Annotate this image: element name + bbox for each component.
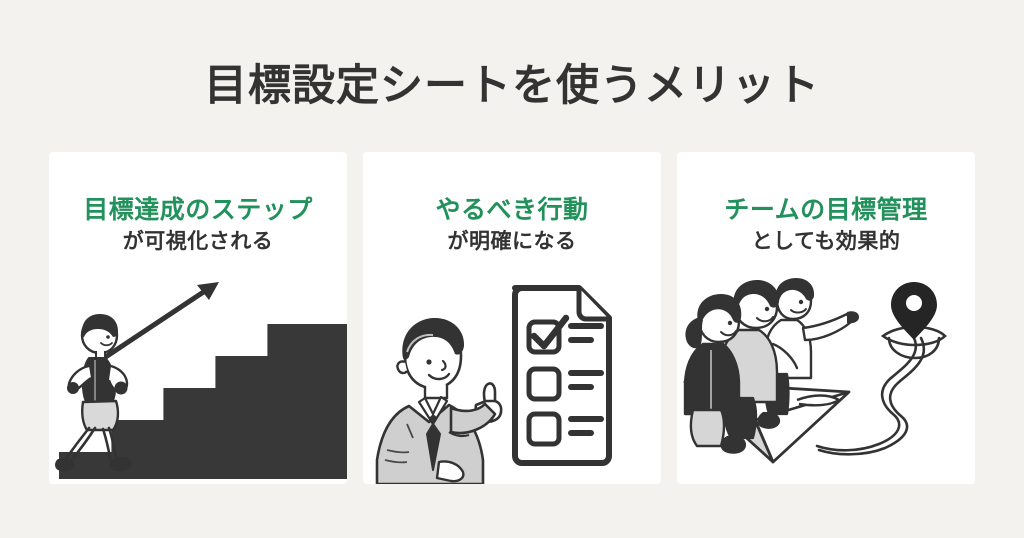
card-1-heading-main: 目標達成のステップ — [83, 196, 313, 224]
benefit-cards-row: 目標達成のステップ が可視化される — [49, 152, 975, 484]
card-3-heading-main: チームの目標管理 — [724, 196, 928, 224]
benefit-card-2: やるべき行動 が明確になる — [363, 152, 661, 484]
rider-back — [683, 294, 742, 448]
card-3-heading: チームの目標管理 としても効果的 — [677, 194, 975, 256]
card-2-heading-sub: が明確になる — [447, 230, 577, 253]
stairs-shape — [59, 324, 347, 479]
runner-stairs-illustration — [49, 274, 347, 484]
page-title: 目標設定シートを使うメリット — [204, 62, 820, 110]
benefit-card-3: チームの目標管理 としても効果的 — [677, 152, 975, 484]
card-2-heading-main: やるべき行動 — [435, 196, 589, 224]
up-arrow-head — [197, 282, 219, 300]
card-1-heading: 目標達成のステップ が可視化される — [49, 194, 347, 256]
card-1-heading-sub: が可視化される — [122, 230, 274, 253]
runner-figure — [55, 314, 133, 472]
up-arrow-icon — [86, 284, 214, 371]
card-2-heading: やるべき行動 が明確になる — [363, 194, 661, 256]
benefit-card-1: 目標達成のステップ が可視化される — [49, 152, 347, 484]
checklist-document-icon — [512, 285, 612, 466]
rider-front — [757, 278, 859, 429]
team-paper-plane-illustration — [677, 274, 975, 484]
checklist-person-illustration — [363, 274, 661, 484]
winding-path — [815, 334, 926, 456]
businessman-figure — [375, 318, 503, 484]
map-pin-icon — [891, 282, 937, 340]
card-3-heading-sub: としても効果的 — [751, 230, 901, 253]
